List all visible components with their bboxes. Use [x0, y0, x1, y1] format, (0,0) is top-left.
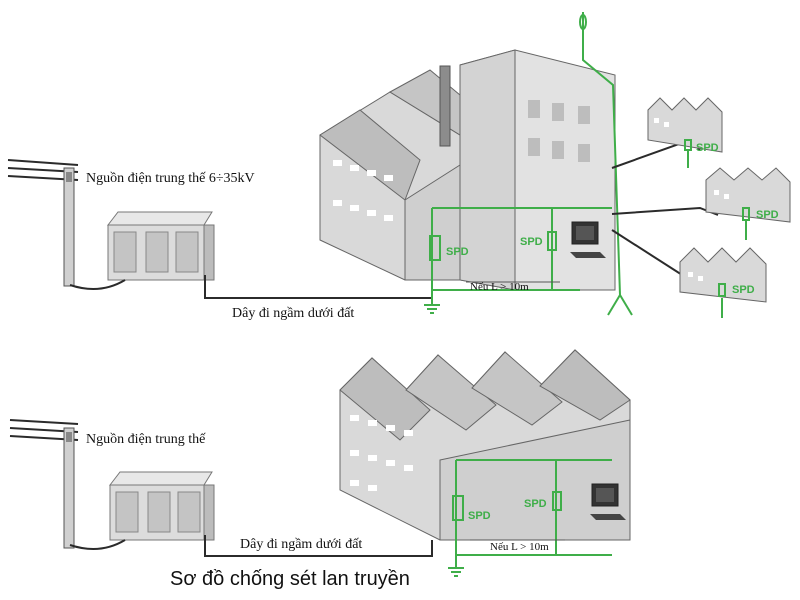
utility-pole-bottom: [9, 419, 79, 549]
utility-pole-top: [7, 159, 79, 287]
cable-label-bottom: Dây đi ngầm dưới đất: [240, 537, 362, 552]
transformer-kiosk-bottom: [108, 471, 215, 541]
source-label-bottom: Nguồn điện trung thế: [86, 432, 206, 447]
small-building-2: [705, 167, 791, 240]
small-building-1: [647, 97, 723, 168]
source-label-top: Nguồn điện trung thế 6÷35kV: [86, 171, 255, 186]
underground-cable-bottom: [204, 535, 433, 557]
protection-network-top: [424, 12, 633, 316]
underground-cable-top: [204, 275, 433, 299]
branch-cable-3: [611, 229, 691, 281]
small-building-3: [679, 247, 767, 318]
spd-label-top-4: SPD: [756, 209, 779, 221]
computer-icon-top: [570, 221, 606, 258]
distance-label-top: Nếu L > 10m: [470, 281, 529, 293]
transformer-kiosk-top: [106, 211, 215, 281]
spd-label-bottom-1: SPD: [468, 510, 491, 522]
spd-label-top-2: SPD: [520, 236, 543, 248]
pole-to-kiosk-cable-top: [69, 279, 126, 290]
pole-to-kiosk-cable-bottom: [69, 539, 126, 550]
computer-icon-bottom: [590, 483, 626, 520]
top-scene: Nguồn điện trung thế 6÷35kV Dây đi ngầm …: [7, 12, 791, 321]
spd-label-bottom-2: SPD: [524, 498, 547, 510]
branch-cable-2: [611, 206, 719, 216]
spd-label-top-5: SPD: [732, 284, 755, 296]
bottom-scene: Nguồn điện trung thế Dây đi ngầm dưới đấ…: [9, 349, 631, 577]
cable-label-top: Dây đi ngầm dưới đất: [232, 306, 354, 321]
diagram-caption: Sơ đồ chống sét lan truyền: [170, 568, 410, 590]
spd-label-top-3: SPD: [696, 142, 719, 154]
spd-label-top-1: SPD: [446, 246, 469, 258]
protection-network-bottom: [448, 459, 612, 577]
distance-label-bottom: Nếu L > 10m: [490, 541, 549, 553]
